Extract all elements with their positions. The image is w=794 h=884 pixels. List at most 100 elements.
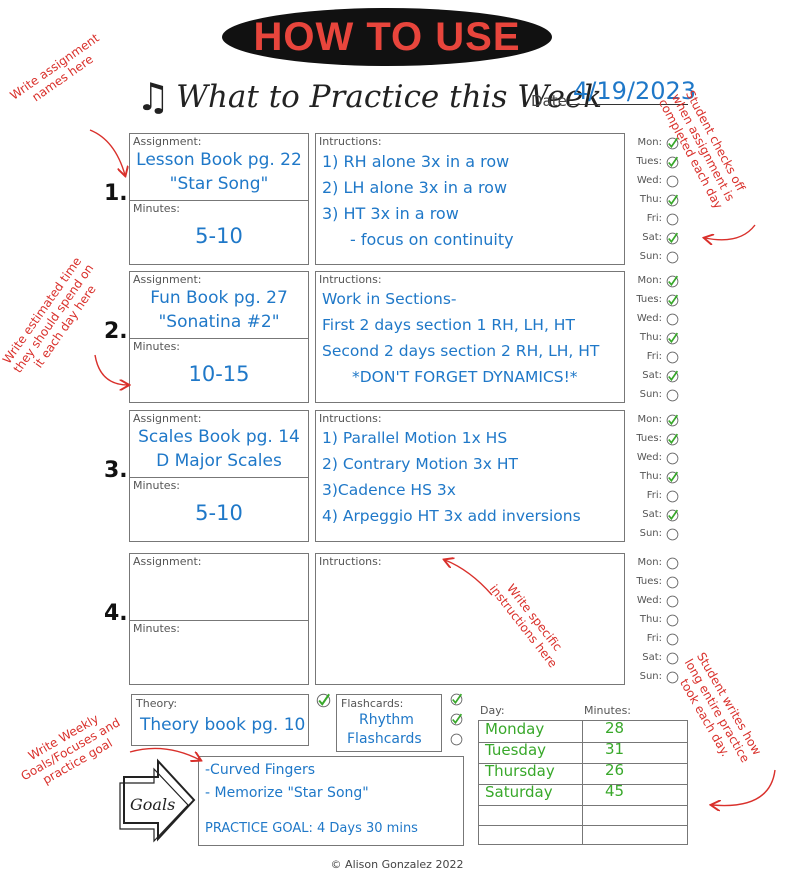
goals-box: -Curved Fingers - Memorize "Star Song" P… bbox=[198, 756, 464, 846]
assignment-label: Assignment: bbox=[133, 273, 202, 286]
day-checkbox[interactable] bbox=[666, 509, 679, 522]
day-label: Tues: bbox=[636, 294, 662, 305]
theory-check-icon bbox=[316, 693, 331, 708]
day-checkbox[interactable] bbox=[666, 351, 679, 364]
assignment-number: 2. bbox=[104, 319, 128, 344]
day-label: Sat: bbox=[642, 509, 662, 520]
assignment-number: 3. bbox=[104, 458, 128, 483]
day-label: Wed: bbox=[636, 175, 662, 186]
day-label: Fri: bbox=[646, 213, 662, 224]
day-checkbox[interactable] bbox=[666, 633, 679, 646]
day-checkbox[interactable] bbox=[666, 275, 679, 288]
title-text: What to Practice this Week bbox=[176, 79, 603, 115]
day-label: Mon: bbox=[637, 557, 662, 568]
date-line bbox=[570, 104, 688, 105]
day-checkbox[interactable] bbox=[666, 232, 679, 245]
day-checkbox[interactable] bbox=[666, 557, 679, 570]
day-checkbox[interactable] bbox=[666, 137, 679, 150]
assignment-name-line: Scales Book pg. 14 bbox=[138, 427, 300, 447]
day-checkbox[interactable] bbox=[666, 294, 679, 307]
day-label: Mon: bbox=[637, 414, 662, 425]
day-checkbox[interactable] bbox=[666, 175, 679, 188]
instructions-label: Intructions: bbox=[319, 555, 382, 568]
day-checkbox[interactable] bbox=[666, 595, 679, 608]
assignment-box-4: Assignment:Minutes: bbox=[129, 553, 309, 685]
practice-log-table bbox=[478, 720, 688, 845]
day-label: Sun: bbox=[639, 528, 662, 539]
instruction-line: - focus on continuity bbox=[350, 230, 514, 249]
day-label: Sat: bbox=[642, 652, 662, 663]
flashcard-checkbox[interactable] bbox=[450, 693, 463, 706]
goals-arrow-icon bbox=[119, 758, 196, 843]
instruction-line: 4) Arpeggio HT 3x add inversions bbox=[322, 507, 581, 525]
theory-label: Theory: bbox=[136, 697, 178, 710]
day-checkbox[interactable] bbox=[666, 671, 679, 684]
instruction-line: 2) Contrary Motion 3x HT bbox=[322, 455, 518, 473]
date-label: Date: bbox=[531, 92, 572, 110]
instructions-label: Intructions: bbox=[319, 135, 382, 148]
day-checkbox[interactable] bbox=[666, 213, 679, 226]
day-label: Sat: bbox=[642, 370, 662, 381]
instruction-line: 3) HT 3x in a row bbox=[322, 204, 459, 223]
minutes-label: Minutes: bbox=[133, 622, 181, 635]
instruction-line: 3)Cadence HS 3x bbox=[322, 481, 456, 499]
day-label: Mon: bbox=[637, 275, 662, 286]
flashcard-checkbox[interactable] bbox=[450, 713, 463, 726]
day-checkbox[interactable] bbox=[666, 313, 679, 326]
assignment-name-line: Fun Book pg. 27 bbox=[150, 288, 288, 308]
day-checkbox[interactable] bbox=[666, 528, 679, 541]
log-minutes: 45 bbox=[605, 782, 625, 800]
banner-text: HOW TO USE bbox=[253, 14, 521, 59]
day-label: Tues: bbox=[636, 433, 662, 444]
day-checkbox[interactable] bbox=[666, 652, 679, 665]
assignment-name-line: "Star Song" bbox=[169, 174, 269, 194]
day-label: Thu: bbox=[639, 332, 662, 343]
day-column-label: Day: bbox=[480, 704, 505, 717]
assignment-minutes: 5-10 bbox=[195, 224, 243, 248]
assignment-number: 1. bbox=[104, 181, 128, 206]
instruction-line: 2) LH alone 3x in a row bbox=[322, 178, 508, 197]
day-label: Thu: bbox=[639, 614, 662, 625]
day-label: Fri: bbox=[646, 351, 662, 362]
day-checkbox[interactable] bbox=[666, 194, 679, 207]
log-minutes: 31 bbox=[605, 740, 625, 758]
log-day: Tuesday bbox=[485, 741, 547, 759]
minutes-label: Minutes: bbox=[133, 340, 181, 353]
day-checkbox[interactable] bbox=[666, 452, 679, 465]
day-checkbox[interactable] bbox=[666, 414, 679, 427]
assignment-box-1: Assignment:Minutes:Lesson Book pg. 22"St… bbox=[129, 133, 309, 265]
day-label: Wed: bbox=[636, 595, 662, 606]
goals-label: Goals bbox=[130, 795, 176, 814]
flashcards-box: Flashcards: Rhythm Flashcards bbox=[336, 694, 442, 752]
day-checkbox[interactable] bbox=[666, 490, 679, 503]
day-checkbox[interactable] bbox=[666, 389, 679, 402]
day-label: Mon: bbox=[637, 137, 662, 148]
day-checkbox[interactable] bbox=[666, 614, 679, 627]
day-label: Sat: bbox=[642, 232, 662, 243]
day-checkbox[interactable] bbox=[666, 471, 679, 484]
assignment-name-line: "Sonatina #2" bbox=[158, 312, 280, 332]
day-checkbox[interactable] bbox=[666, 332, 679, 345]
theory-text: Theory book pg. 10 bbox=[140, 715, 306, 735]
day-checkbox[interactable] bbox=[666, 576, 679, 589]
day-label: Fri: bbox=[646, 490, 662, 501]
minutes-column-label: Minutes: bbox=[584, 704, 632, 717]
flashcards-label: Flashcards: bbox=[341, 697, 404, 710]
day-checkbox[interactable] bbox=[666, 156, 679, 169]
day-checkbox[interactable] bbox=[666, 433, 679, 446]
day-label: Wed: bbox=[636, 313, 662, 324]
day-checkbox[interactable] bbox=[666, 251, 679, 264]
day-checkbox[interactable] bbox=[666, 370, 679, 383]
day-label: Sun: bbox=[639, 671, 662, 682]
flashcards-line-1: Rhythm bbox=[359, 712, 414, 728]
assignment-minutes: 10-15 bbox=[188, 362, 250, 386]
day-label: Tues: bbox=[636, 576, 662, 587]
theory-box: Theory: Theory book pg. 10 bbox=[131, 694, 309, 746]
instruction-line: Work in Sections- bbox=[322, 290, 457, 308]
flashcard-checkbox[interactable] bbox=[450, 733, 463, 746]
assignment-label: Assignment: bbox=[133, 412, 202, 425]
assignment-minutes: 5-10 bbox=[195, 501, 243, 525]
minutes-label: Minutes: bbox=[133, 202, 181, 215]
